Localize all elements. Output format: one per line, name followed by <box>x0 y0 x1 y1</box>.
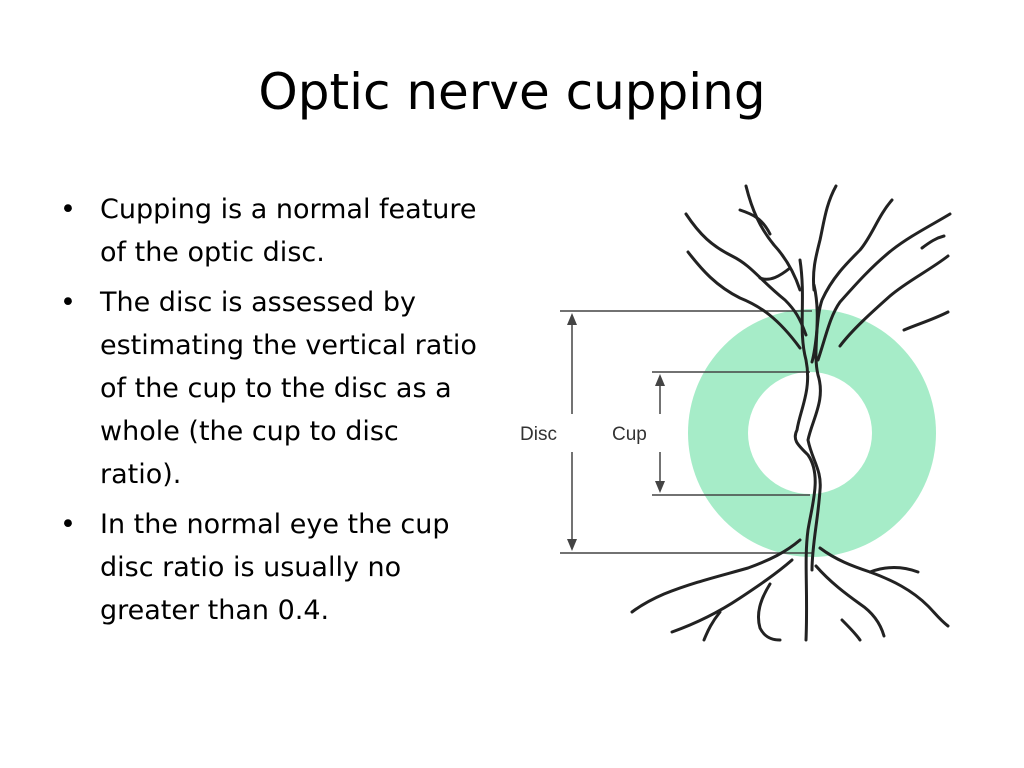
vessel-upper-left-twig <box>738 208 772 236</box>
arrowheads <box>567 313 665 551</box>
cup-label: Cup <box>612 424 647 445</box>
bullet-text-1: Cupping is a normal feature of the optic… <box>100 194 477 268</box>
vessel-lower-left-1 <box>630 538 802 614</box>
disc-label: Disc <box>520 424 557 445</box>
slide-title: Optic nerve cupping <box>258 63 766 121</box>
bullet-text-2: The disc is assessed by estimating the v… <box>100 287 477 490</box>
vessel-upper-left-twig-2 <box>758 266 792 281</box>
bullet-dot-icon: • <box>60 287 76 318</box>
vessel-upper-left-3 <box>744 184 802 292</box>
vessel-upper-right-5 <box>902 310 950 332</box>
bullet-item-1: • Cupping is a normal feature of the opt… <box>58 188 478 274</box>
vessel-upper-right-1 <box>812 184 838 292</box>
vessel-lower-left-twig <box>702 610 722 642</box>
bullet-item-2: • The disc is assessed by estimating the… <box>58 281 478 496</box>
vessel-upper-right-3 <box>816 212 952 362</box>
vessel-lower-right-twig <box>868 566 920 574</box>
disc-arrow-up-icon <box>567 313 577 325</box>
cup-arrow-down-icon <box>655 481 665 493</box>
vessel-lower-right-1 <box>818 546 950 628</box>
vessel-upper-left-1 <box>684 212 808 337</box>
vessel-central-trunk <box>793 258 817 642</box>
vessel-upper-right-twig <box>920 234 946 250</box>
blood-vessels <box>630 184 952 642</box>
disc-arrow-down-icon <box>567 539 577 551</box>
bullet-item-3: • In the normal eye the cup disc ratio i… <box>58 503 478 632</box>
optic-disc-svg: Disc Cup <box>520 184 952 642</box>
vessel-lower-left-3 <box>756 582 782 642</box>
vessel-lower-right-twig-2 <box>840 618 862 642</box>
optic-disc-diagram: Disc Cup <box>510 180 960 650</box>
vessel-upper-right-2 <box>810 198 894 364</box>
bullet-list: • Cupping is a normal feature of the opt… <box>58 188 478 639</box>
bullet-dot-icon: • <box>60 509 76 540</box>
vessel-upper-right-4 <box>838 254 950 348</box>
bullet-dot-icon: • <box>60 194 76 225</box>
vessel-upper-left-2 <box>686 250 802 350</box>
cup-arrow-up-icon <box>655 374 665 386</box>
vessel-lower-left-2 <box>670 558 794 634</box>
vessel-lower-right-2 <box>814 564 886 638</box>
bullet-text-3: In the normal eye the cup disc ratio is … <box>100 509 450 626</box>
